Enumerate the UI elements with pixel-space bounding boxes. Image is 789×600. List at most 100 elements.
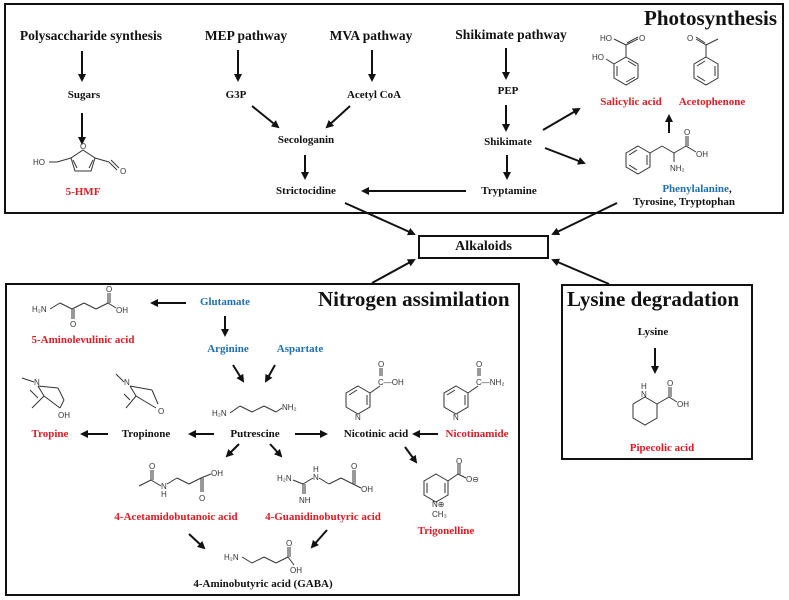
node-phenylalanine: Phenylalanine, [662, 183, 731, 195]
node-mep-pathway: MEP pathway [204, 28, 288, 43]
atom-acet-nh: N [161, 482, 167, 491]
structure-gaba: H₂N O OH [224, 539, 302, 575]
atom-trig-ominus: O⊖ [466, 475, 479, 484]
atom-sal-o: O [639, 34, 645, 43]
atom-pip-o: O [667, 379, 673, 388]
atom-put-nh2: NH₂ [282, 403, 297, 412]
atom-gaba-o: O [286, 539, 292, 548]
atom-nic-n: N [355, 413, 361, 422]
node-mva-pathway: MVA pathway [329, 28, 413, 43]
atom-tropine-oh: OH [58, 411, 70, 420]
atom-acet-o2: O [199, 494, 205, 503]
photosynthesis-title: Photosynthesis [644, 6, 778, 30]
atom-guan-h: H [313, 465, 319, 474]
node-4-acetamidobutanoic-acid: 4-Acetamidobutanoic acid [114, 511, 238, 523]
atom-phe-nh2: NH₂ [670, 164, 685, 173]
alkaloids-label: Alkaloids [455, 239, 512, 254]
atom-guan-nh: NH [299, 496, 311, 505]
lysine-degradation-title: Lysine degradation [567, 287, 740, 311]
node-pipecolic-acid: Pipecolic acid [629, 442, 695, 454]
nitrogen-assimilation-title: Nitrogen assimilation [318, 287, 510, 311]
structure-5-aminolevulinic-acid: H₂N O O OH [32, 285, 128, 329]
node-4-guanidinobutyric-acid: 4-Guanidinobutyric acid [265, 511, 381, 523]
node-tyrosine-tryptophan: Tyrosine, Tryptophan [633, 196, 735, 208]
phenylalanine-label: Phenylalanine [662, 183, 729, 195]
atom-ala-h2n: H₂N [32, 305, 47, 314]
arrow-lysine-alkaloids [551, 258, 610, 285]
atom-guan-n: N [313, 473, 319, 482]
structure-4-guanidinobutyric-acid: H₂N H N NH O OH [277, 462, 373, 505]
node-pep: PEP [497, 85, 519, 97]
atom-sal-ho: HO [592, 53, 604, 62]
structure-salicylic-acid: HO O HO [592, 34, 645, 86]
atom-guan-h2n: H₂N [277, 474, 292, 483]
structure-putrescine: H₂N NH₂ [212, 403, 297, 418]
atom-tropinone-o: O [158, 407, 164, 416]
atom-trig-ch3: CH₃ [432, 510, 447, 519]
structure-nicotinamide: O C—NH₂ N [443, 360, 504, 422]
atom-tropine-n: N [34, 378, 40, 387]
node-5-aminolevulinic-acid: 5-Aminolevulinic acid [31, 334, 135, 346]
structure-phenylalanine: O OH NH₂ [625, 128, 708, 175]
alkaloids-box: Alkaloids [418, 235, 549, 259]
atom-gaba-oh: OH [290, 566, 302, 575]
node-tropine: Tropine [31, 428, 69, 440]
arrow-nitrogen-alkaloids [371, 259, 416, 284]
atom-nam-o: O [476, 360, 482, 369]
node-salicylic-acid: Salicylic acid [600, 96, 662, 108]
nitrogen-assimilation-panel [5, 283, 520, 596]
node-secologanin: Secologanin [277, 134, 335, 146]
structure-trigonelline: O O⊖ N⊕ CH₃ [423, 457, 479, 519]
structure-pipecolic-acid: H N O OH [632, 379, 689, 426]
atom-trig-o: O [456, 457, 462, 466]
node-trigonelline: Trigonelline [417, 525, 475, 537]
atom-phe-oh: OH [696, 150, 708, 159]
atom-pip-h: H [641, 382, 647, 391]
structure-acetophenone: O [687, 34, 719, 86]
atom-guan-o: O [351, 462, 357, 471]
node-nicotinic-acid: Nicotinic acid [343, 428, 409, 440]
atom-pip-oh: OH [677, 400, 689, 409]
atom-ala-o: O [106, 285, 112, 294]
node-nicotinamide: Nicotinamide [445, 428, 509, 440]
structure-tropine: N OH [21, 377, 70, 420]
node-shikimate: Shikimate [484, 136, 532, 148]
node-acetyl-coa: Acetyl CoA [346, 89, 402, 101]
node-5-hmf: 5-HMF [65, 186, 101, 198]
atom-ala-oh: OH [116, 306, 128, 315]
atom-nic-c-oh: C—OH [378, 378, 404, 387]
atom-acet-h: H [161, 490, 167, 499]
atom-sal-ho-acid: HO [600, 34, 612, 43]
node-sugars: Sugars [67, 89, 101, 101]
structure-4-acetamidobutanoic-acid: O N H O OH [138, 462, 223, 503]
node-acetophenone: Acetophenone [678, 96, 746, 108]
node-tryptamine: Tryptamine [481, 185, 537, 197]
node-shikimate-pathway: Shikimate pathway [455, 27, 567, 42]
node-tropinone: Tropinone [121, 428, 171, 440]
atom-gaba-h2n: H₂N [224, 553, 239, 562]
atom-trig-nplus: N⊕ [432, 500, 444, 509]
atom-nam-c-nh2: C—NH₂ [476, 378, 504, 387]
phenylalanine-sep: , [728, 183, 732, 195]
node-glutamate: Glutamate [199, 296, 251, 308]
node-g3p: G3P [225, 89, 247, 101]
atom-hmf-o-ald: O [120, 167, 126, 176]
atom-phe-o: O [684, 128, 690, 137]
node-gaba: 4-Aminobutyric acid (GABA) [193, 578, 333, 590]
atom-nic-o: O [378, 360, 384, 369]
atom-acet-o1: O [149, 462, 155, 471]
atom-nam-n: N [453, 413, 459, 422]
atom-put-h2n: H₂N [212, 409, 227, 418]
structure-tropinone: N O [115, 373, 164, 416]
node-lysine: Lysine [637, 326, 669, 338]
node-putrescine: Putrescine [230, 428, 280, 440]
atom-aceto-o: O [687, 34, 693, 43]
atom-acet-oh: OH [211, 469, 223, 478]
node-aspartate: Aspartate [276, 343, 324, 355]
node-polysaccharide-synthesis: Polysaccharide synthesis [19, 28, 163, 43]
atom-hmf-o: O [80, 142, 86, 151]
structure-5-hmf: HO O O [33, 142, 126, 176]
node-strictocidine: Strictocidine [276, 185, 336, 197]
node-arginine: Arginine [207, 343, 249, 355]
atom-ala-o-keto: O [70, 320, 76, 329]
